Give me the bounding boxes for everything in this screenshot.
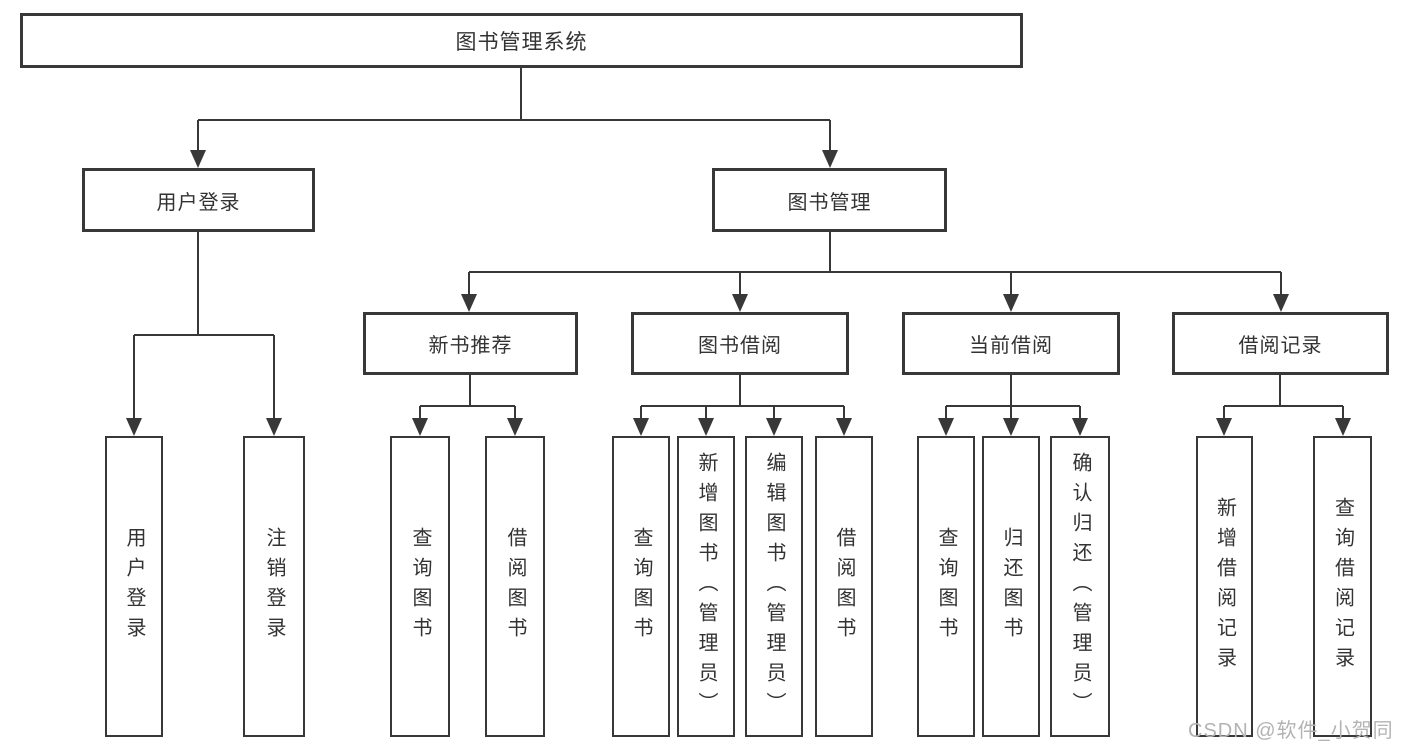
leaf-borrow-books: 借阅图书 xyxy=(485,436,545,737)
leaf-borrow-books: 借阅图书 xyxy=(815,436,873,737)
node-borrow-records: 借阅记录 xyxy=(1172,312,1389,375)
leaf-add-books-admin: 新增图书（管理员） xyxy=(677,436,735,737)
leaf-logout: 注销登录 xyxy=(243,436,305,737)
node-book-management: 图书管理 xyxy=(712,168,947,232)
leaf-edit-books-admin: 编辑图书（管理员） xyxy=(745,436,803,737)
leaf-query-books: 查询图书 xyxy=(612,436,670,737)
leaf-query-books: 查询图书 xyxy=(390,436,450,737)
leaf-return-books: 归还图书 xyxy=(982,436,1040,737)
node-user-login-branch: 用户登录 xyxy=(82,168,315,232)
node-current-borrow: 当前借阅 xyxy=(902,312,1120,375)
leaf-query-books: 查询图书 xyxy=(917,436,975,737)
node-library-system: 图书管理系统 xyxy=(20,13,1023,68)
csdn-watermark: CSDN @软件_小贺同学 xyxy=(1188,720,1394,742)
leaf-query-borrow-record: 查询借阅记录 xyxy=(1313,436,1372,737)
node-book-borrow: 图书借阅 xyxy=(631,312,849,375)
leaf-confirm-return-admin: 确认归还（管理员） xyxy=(1050,436,1110,737)
node-new-book-recommend: 新书推荐 xyxy=(363,312,578,375)
leaf-user-login: 用户登录 xyxy=(105,436,163,737)
leaf-add-borrow-record: 新增借阅记录 xyxy=(1196,436,1253,737)
